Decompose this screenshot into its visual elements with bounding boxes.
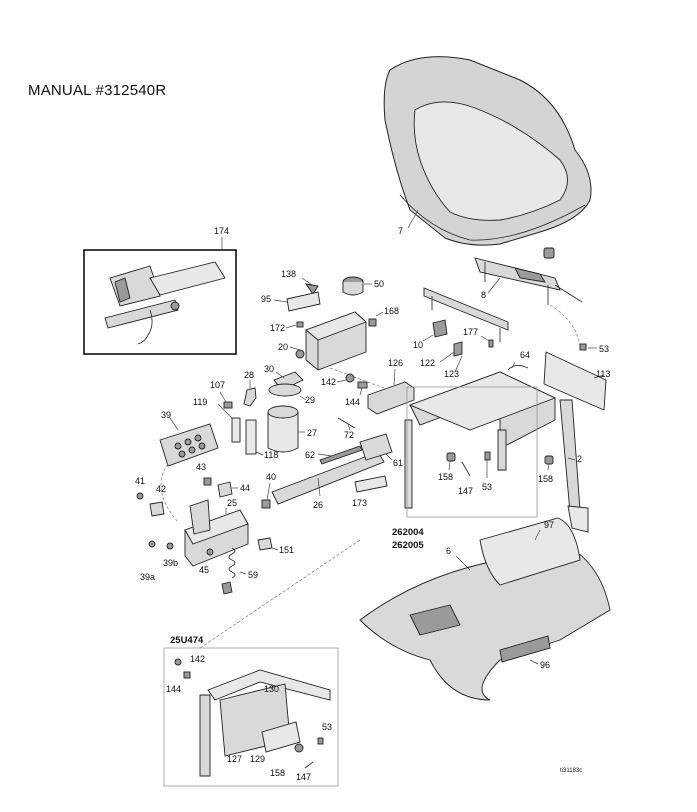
label-95 bbox=[286, 291, 321, 312]
callout-174: 174 bbox=[214, 226, 229, 236]
callout-39b: 39b bbox=[163, 558, 178, 568]
callout-6: 6 bbox=[446, 546, 451, 556]
callout-123: 123 bbox=[444, 369, 459, 379]
callout-158-b: 158 bbox=[538, 474, 553, 484]
reservoir-20 bbox=[295, 311, 367, 371]
callout-144-b: 144 bbox=[166, 684, 181, 694]
callout-177: 177 bbox=[463, 327, 478, 337]
callout-158-a: 158 bbox=[438, 472, 453, 482]
kit-25U474: 25U474 bbox=[170, 635, 204, 646]
callout-53-top: 53 bbox=[599, 344, 609, 354]
callout-53-c: 53 bbox=[322, 722, 332, 732]
fender-6 bbox=[359, 517, 611, 701]
callout-39: 39 bbox=[161, 410, 171, 420]
callout-25: 25 bbox=[227, 498, 237, 508]
callout-95: 95 bbox=[261, 294, 271, 304]
figure-code: ti31183c bbox=[560, 768, 582, 774]
callout-122: 122 bbox=[420, 358, 435, 368]
callout-130: 130 bbox=[264, 684, 279, 694]
callout-142-a: 142 bbox=[321, 377, 336, 387]
seat-part bbox=[383, 56, 592, 246]
callout-44: 44 bbox=[240, 483, 250, 493]
callout-172: 172 bbox=[270, 323, 285, 333]
callout-62: 62 bbox=[305, 450, 315, 460]
callout-151: 151 bbox=[279, 545, 294, 555]
callout-142-b: 142 bbox=[190, 654, 205, 664]
callout-147-a: 147 bbox=[458, 486, 473, 496]
mount-bracket-25 bbox=[184, 499, 249, 567]
callout-129: 129 bbox=[250, 754, 265, 764]
callout-20: 20 bbox=[278, 342, 288, 352]
inset-light-assembly bbox=[104, 261, 226, 345]
callout-27: 27 bbox=[307, 428, 317, 438]
main-frame-2 bbox=[404, 371, 589, 533]
arm-tube-26 bbox=[271, 451, 385, 505]
callout-138: 138 bbox=[281, 269, 296, 279]
callout-29: 29 bbox=[305, 395, 315, 405]
callout-30: 30 bbox=[264, 364, 274, 374]
callout-96: 96 bbox=[540, 660, 550, 670]
callout-59: 59 bbox=[248, 570, 258, 580]
callout-53-b: 53 bbox=[482, 482, 492, 492]
callout-42: 42 bbox=[156, 484, 166, 494]
callout-158-c: 158 bbox=[270, 768, 285, 778]
plate-113 bbox=[543, 351, 607, 411]
light-39 bbox=[159, 423, 219, 467]
callout-28: 28 bbox=[244, 370, 254, 380]
filter-27 bbox=[267, 405, 299, 453]
callout-50: 50 bbox=[374, 279, 384, 289]
callout-41: 41 bbox=[135, 476, 145, 486]
inset-frame-detail bbox=[199, 669, 331, 777]
callout-147-b: 147 bbox=[296, 772, 311, 782]
callout-126: 126 bbox=[388, 358, 403, 368]
callout-40: 40 bbox=[266, 472, 276, 482]
callout-144-a: 144 bbox=[345, 397, 360, 407]
callout-127: 127 bbox=[227, 754, 242, 764]
manual-number-title: MANUAL #312540R bbox=[28, 82, 167, 99]
callout-107: 107 bbox=[210, 380, 225, 390]
bracket-126 bbox=[367, 381, 415, 415]
callout-8: 8 bbox=[481, 290, 486, 300]
kit-262004: 262004 bbox=[392, 527, 424, 538]
callout-26: 26 bbox=[313, 500, 323, 510]
callout-39a: 39a bbox=[140, 572, 155, 582]
callout-97: 97 bbox=[544, 520, 554, 530]
callout-2: 2 bbox=[577, 454, 582, 464]
kit-box-262004 bbox=[406, 386, 538, 518]
callout-45: 45 bbox=[199, 565, 209, 575]
callout-61: 61 bbox=[393, 458, 403, 468]
inset-box-174 bbox=[83, 249, 237, 355]
seat-rail-part bbox=[474, 247, 583, 305]
callout-7: 7 bbox=[398, 226, 403, 236]
callout-168: 168 bbox=[384, 306, 399, 316]
callout-43: 43 bbox=[196, 462, 206, 472]
callout-118: 118 bbox=[264, 450, 278, 460]
callout-72: 72 bbox=[344, 430, 354, 440]
callout-64: 64 bbox=[520, 350, 530, 360]
callout-119: 119 bbox=[193, 397, 207, 407]
callout-10: 10 bbox=[413, 340, 423, 350]
kit-262005: 262005 bbox=[392, 540, 424, 551]
inset-box-25U474 bbox=[163, 647, 339, 787]
callout-173: 173 bbox=[352, 498, 367, 508]
callout-113: 113 bbox=[596, 369, 610, 379]
